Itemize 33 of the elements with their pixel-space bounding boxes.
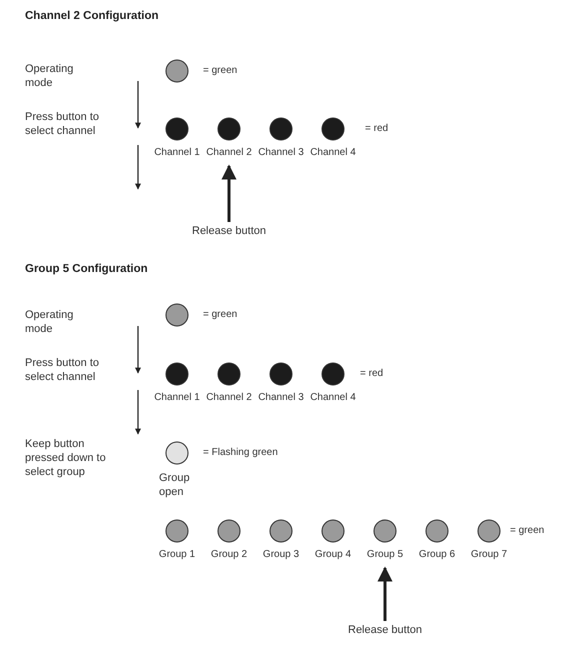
color-label: = red (365, 123, 388, 135)
color-label: = red (360, 368, 384, 380)
channel-label: Channel 4 (309, 147, 357, 159)
step-text: Keep button pressed down to select group (25, 437, 143, 479)
color-label: = green (203, 309, 238, 321)
section-heading: Group 5 Configuration (25, 263, 148, 275)
channel-label: Group 4 (314, 549, 352, 561)
channel-label: Group 3 (262, 549, 300, 561)
channel-label: Group 5 (366, 549, 404, 561)
state-label: Group open (159, 471, 191, 499)
arrow (378, 566, 392, 621)
channel-label: Channel 2 (205, 392, 253, 404)
color-label: = green (510, 525, 544, 537)
channel-label: Channel 4 (309, 392, 357, 404)
channel-label: Group 7 (470, 549, 508, 561)
channel-label: Channel 1 (153, 147, 201, 159)
channel-label: Group 2 (210, 549, 248, 561)
instruction-text: Release button (340, 623, 430, 637)
channel-label: Channel 3 (257, 392, 305, 404)
step-text: Operating mode (25, 62, 143, 90)
color-label: = Flashing green (203, 447, 278, 459)
channel-label: Channel 3 (257, 147, 305, 159)
step-text: Operating mode (25, 308, 143, 336)
channel-label: Group 1 (158, 549, 196, 561)
step-text: Press button to select channel (25, 356, 143, 384)
channel-label: Channel 2 (205, 147, 253, 159)
channel-label: Group 6 (418, 549, 456, 561)
section-heading: Channel 2 Configuration (25, 10, 159, 22)
arrow (222, 164, 236, 222)
channel-label: Channel 1 (153, 392, 201, 404)
color-label: = green (203, 65, 238, 77)
instruction-text: Release button (184, 224, 274, 238)
step-text: Press button to select channel (25, 110, 143, 138)
